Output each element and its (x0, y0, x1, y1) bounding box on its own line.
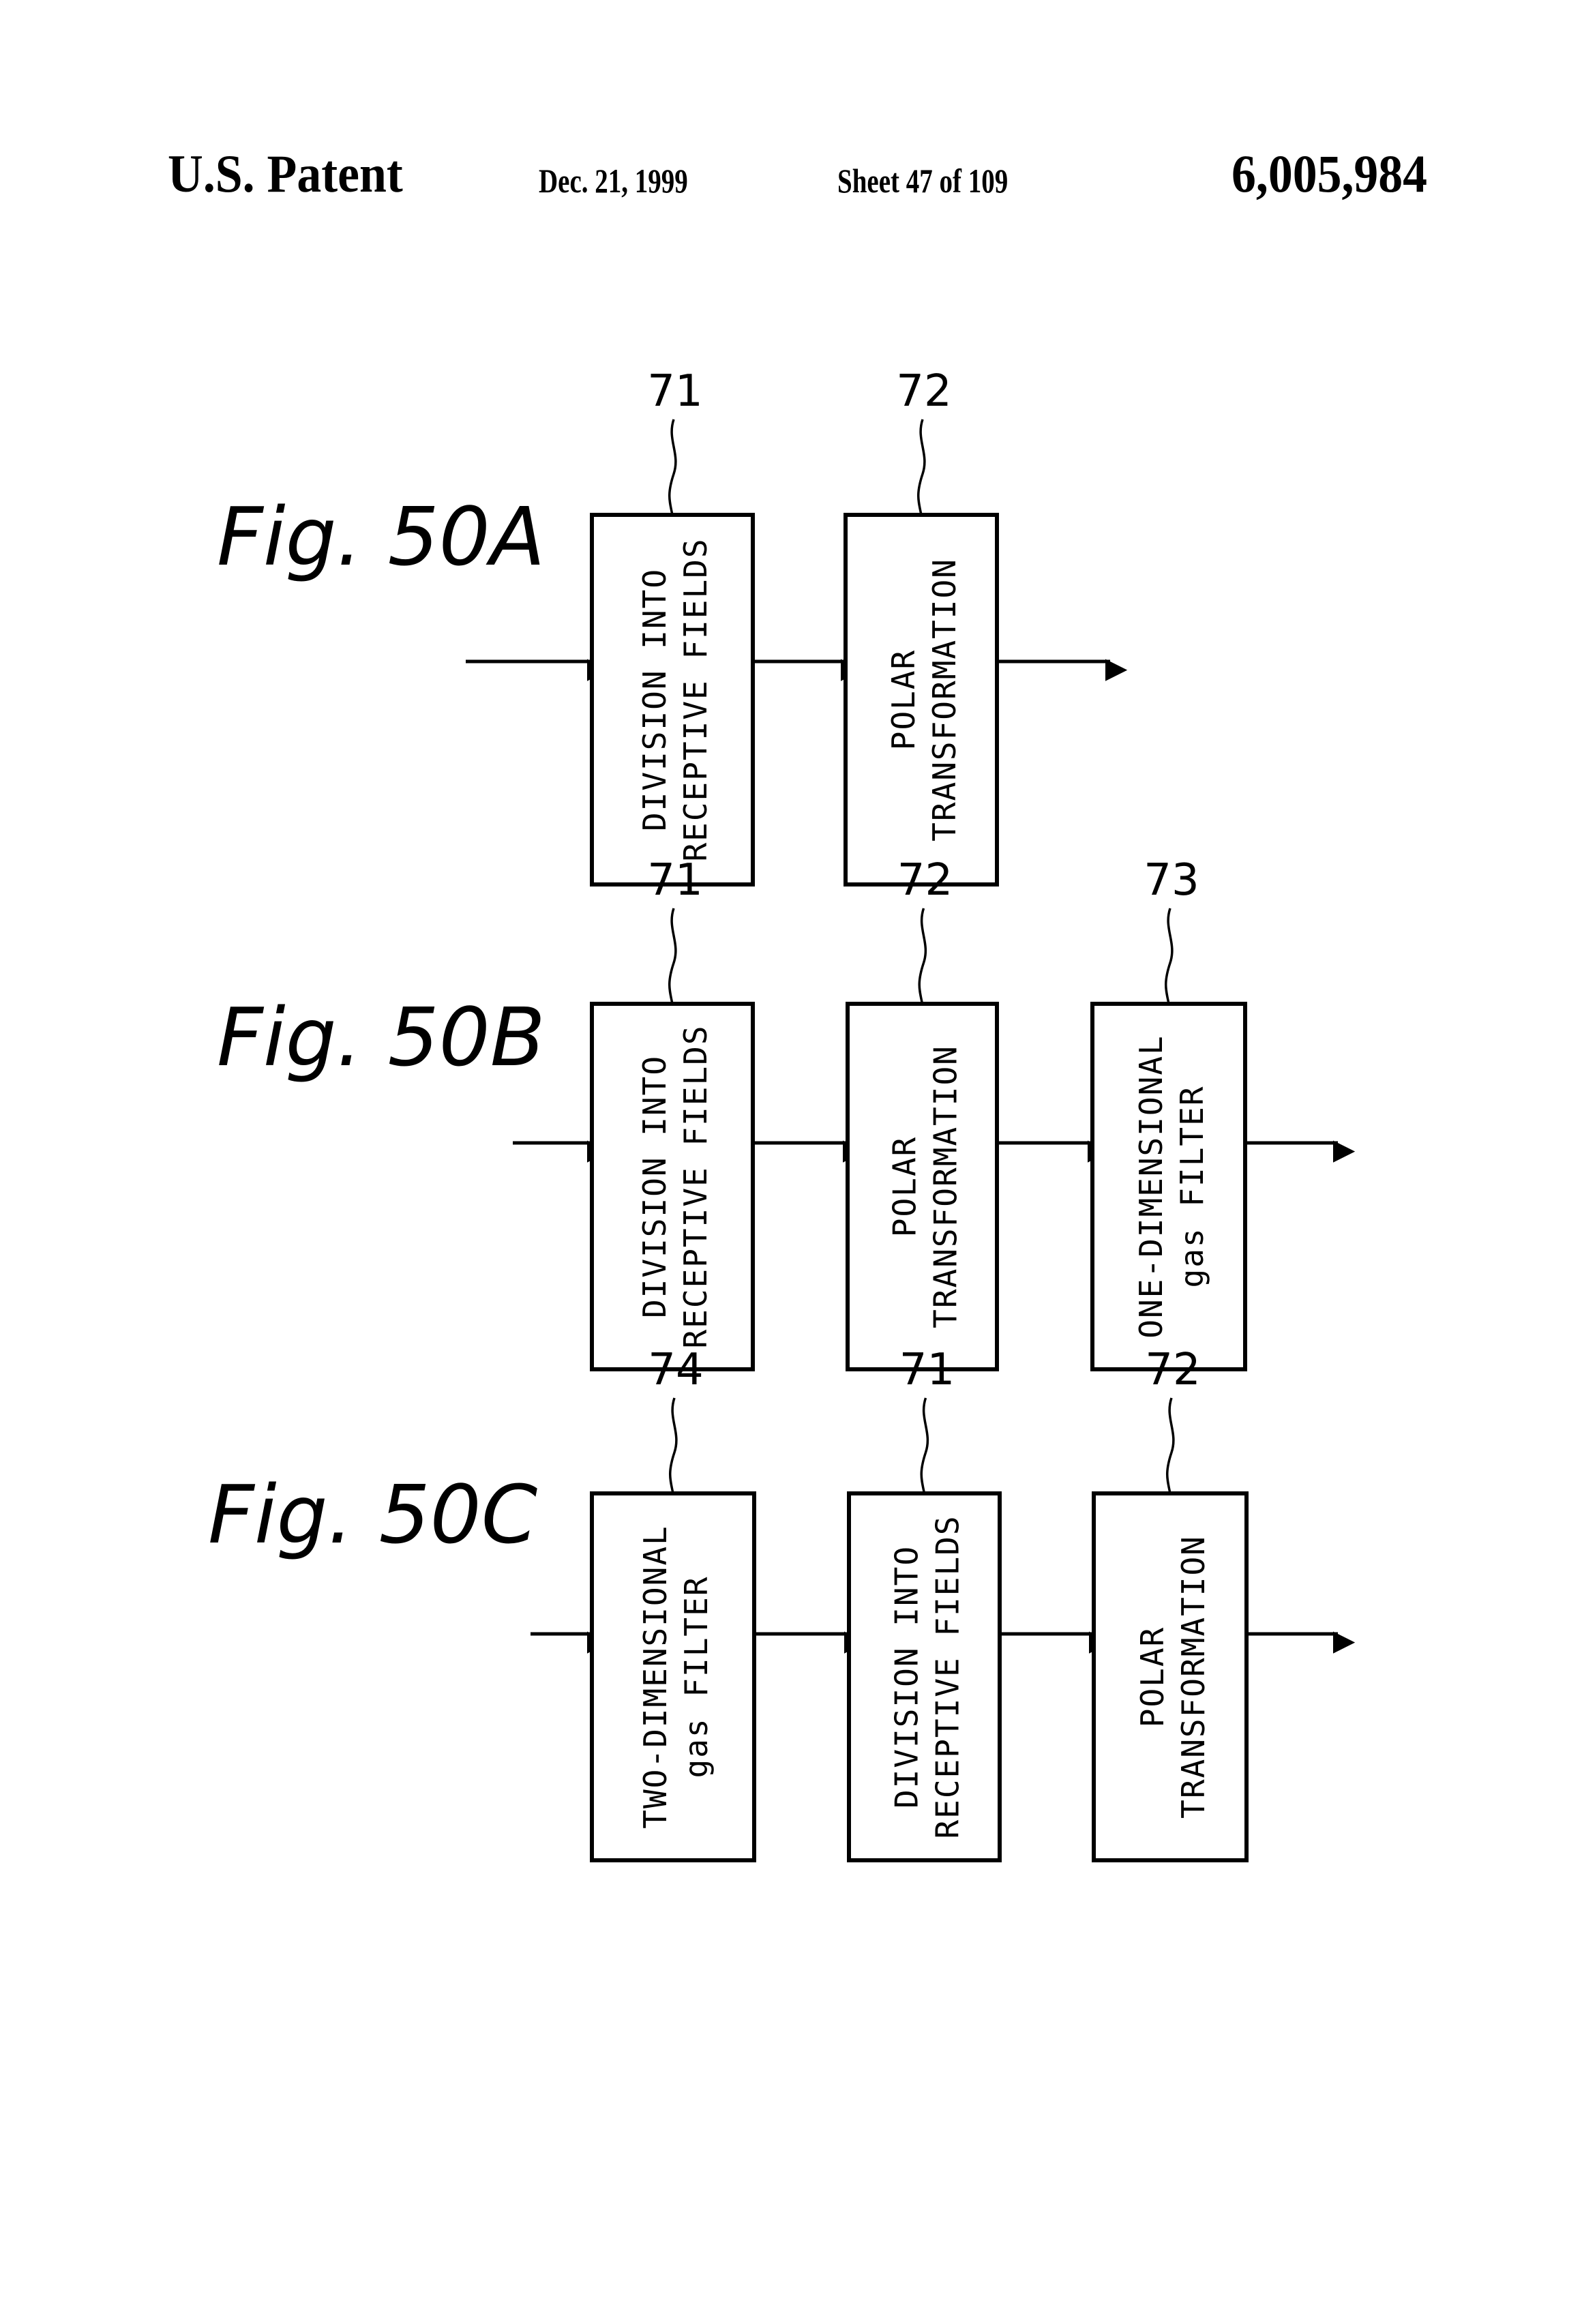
leader-line (670, 419, 676, 515)
block-label-line: gas FILTER (1174, 1086, 1210, 1288)
leader-line (670, 908, 676, 1004)
block-label-line: DIVISION INTO (889, 1545, 925, 1808)
block-label-line: ONE-DIMENSIONAL (1133, 1034, 1169, 1338)
block-label-line: DIVISION INTO (636, 568, 673, 831)
block-71: 71DIVISION INTORECEPTIVE FIELDS (849, 1345, 1000, 1860)
block-71: 71DIVISION INTORECEPTIVE FIELDS (592, 366, 753, 884)
figure-50c: Fig. 50C 74TWO-DIMENSIONALgas FILTER 71DIV… (208, 1345, 1338, 1860)
reference-numeral: 71 (647, 366, 702, 417)
leader-line (919, 419, 925, 515)
block-label-line: RECEPTIVE FIELDS (677, 1024, 714, 1348)
figure-label: Fig. 50C (208, 1468, 537, 1562)
block-label-line: gas FILTER (678, 1576, 715, 1778)
block-72: 72POLARTRANSFORMATION (1094, 1345, 1247, 1860)
block-label-line: DIVISION INTO (636, 1055, 673, 1318)
reference-numeral: 72 (896, 366, 951, 417)
block-72: 72POLARTRANSFORMATION (846, 366, 997, 884)
block-73: 73ONE-DIMENSIONALgas FILTER (1092, 855, 1245, 1369)
block-label-line: RECEPTIVE FIELDS (929, 1515, 966, 1838)
reference-numeral: 71 (647, 855, 702, 906)
reference-numeral: 74 (648, 1345, 703, 1395)
reference-numeral: 71 (899, 1345, 955, 1395)
figure-label: Fig. 50B (217, 990, 546, 1084)
block-label-line: TRANSFORMATION (926, 558, 963, 841)
block-71: 71DIVISION INTORECEPTIVE FIELDS (592, 855, 753, 1369)
reference-numeral: 72 (1145, 1345, 1200, 1395)
figure-50a: Fig. 50A71DIVISION INTORECEPTIVE FIELDS7… (217, 366, 1110, 884)
leader-line (1166, 908, 1172, 1004)
block-label-line: POLAR (885, 649, 922, 750)
figure-label: Fig. 50A (217, 490, 545, 584)
block-label-line: TRANSFORMATION (927, 1045, 964, 1328)
block-74: 74TWO-DIMENSIONALgas FILTER (592, 1345, 754, 1860)
reference-numeral: 73 (1144, 855, 1199, 906)
block-label-line: POLAR (1134, 1626, 1171, 1727)
leader-line (670, 1398, 676, 1493)
block-label-line: RECEPTIVE FIELDS (677, 537, 714, 861)
leader-line (1167, 1398, 1174, 1493)
block-label-line: TWO-DIMENSIONAL (637, 1525, 674, 1828)
figure-50b: Fig. 50B71DIVISION INTORECEPTIVE FIELDS7… (217, 855, 1338, 1369)
leader-line (921, 1398, 927, 1493)
block-72: 72POLARTRANSFORMATION (848, 855, 997, 1369)
leader-line (919, 908, 925, 1004)
block-label-line: POLAR (886, 1136, 923, 1237)
reference-numeral: 72 (897, 855, 953, 906)
block-label-line: TRANSFORMATION (1175, 1535, 1212, 1819)
